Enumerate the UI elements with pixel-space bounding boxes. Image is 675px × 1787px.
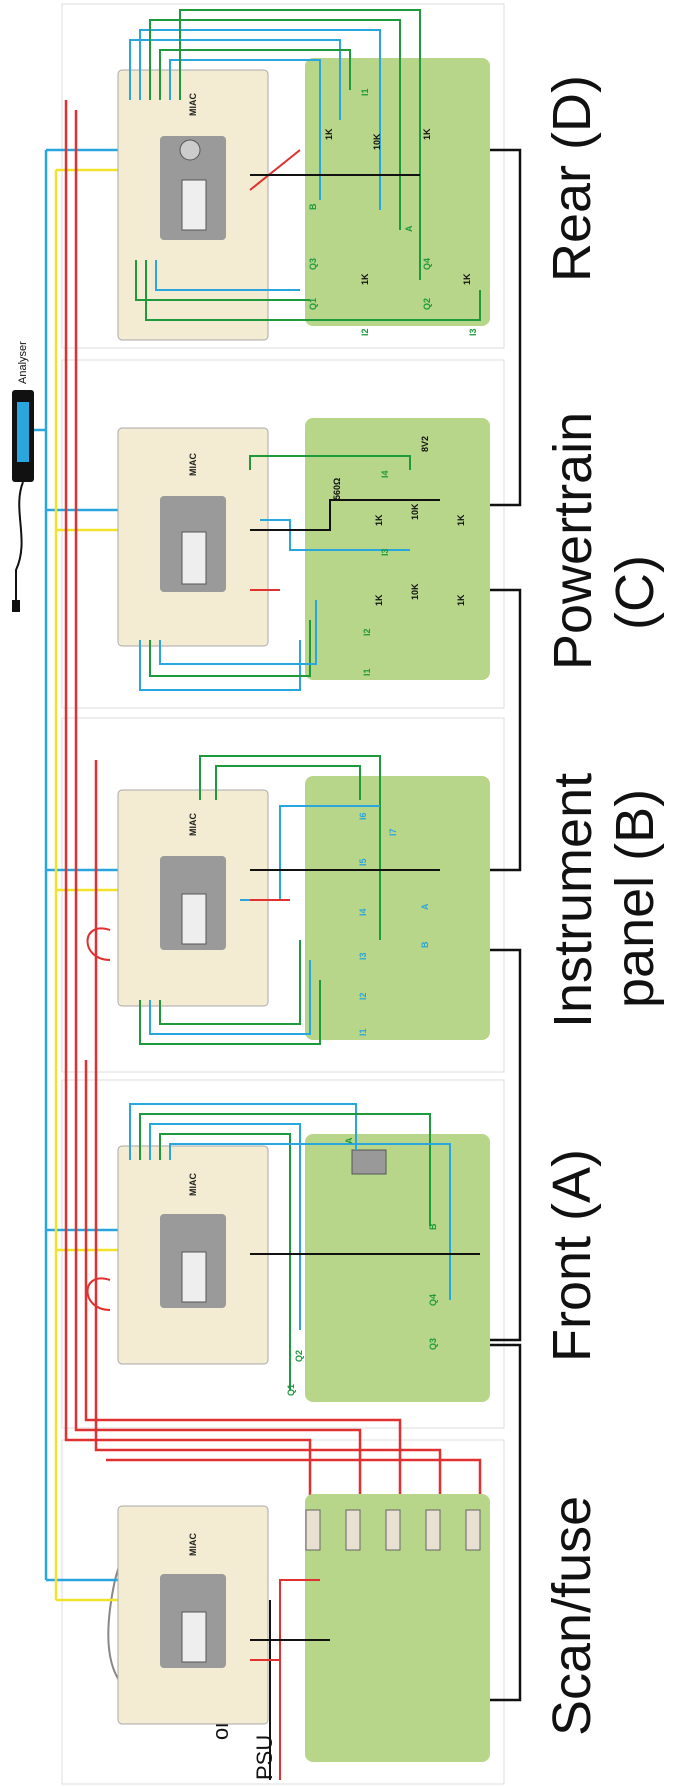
miac-label: MIAC (188, 453, 198, 476)
signal-label: A (344, 1137, 354, 1144)
protoboard (305, 776, 490, 1040)
section-instrument: MIAC I6 I5 I4 I3 I2 I1 I7 A B (86, 755, 490, 1045)
resistor-label: 1K (456, 514, 466, 526)
analyser-label: Analyser (17, 341, 29, 384)
resistor-label: 10K (372, 133, 382, 150)
resistor-label: 10K (410, 503, 420, 520)
zener-label: 8V2 (420, 436, 430, 452)
miac-label: MIAC (188, 813, 198, 836)
signal-label: I7 (388, 828, 398, 836)
bus-blue (44, 148, 130, 1582)
protoboard (305, 1134, 490, 1402)
panel-front (61, 1079, 505, 1429)
protoboard (305, 58, 490, 326)
bus-red-4 (94, 760, 442, 1500)
bus-red-5 (106, 1458, 482, 1500)
bus-yellow (54, 168, 130, 1602)
signal-label: Q1 (286, 1384, 296, 1396)
miac-label: MIAC (188, 1533, 198, 1556)
or-label: or (208, 1720, 233, 1740)
resistor-label: 10K (410, 583, 420, 600)
signal-label: Q3 (428, 1338, 438, 1350)
signal-label: Q4 (422, 258, 432, 270)
section-label-front: Front (A) (542, 1148, 602, 1362)
signal-label: I3 (468, 328, 478, 336)
resistor-label: 1K (374, 594, 384, 606)
miac-label: MIAC (188, 93, 198, 116)
psu-label: PSU (252, 1735, 277, 1780)
panel-instrument (61, 717, 505, 1073)
miac-label: MIAC (188, 1173, 198, 1196)
signal-label: I4 (358, 908, 368, 916)
section-label-scan: Scan/fuse (542, 1495, 602, 1736)
resistor-label: 1K (462, 273, 472, 285)
signal-label: I3 (358, 952, 368, 960)
signal-label: I3 (380, 548, 390, 556)
signal-label: I1 (362, 668, 372, 676)
analyser-screen (17, 402, 29, 462)
resistor-label: 1K (456, 594, 466, 606)
analyser: Analyser (12, 341, 34, 612)
signal-label: I1 (360, 88, 370, 96)
section-scan: MIAC (117, 1494, 490, 1762)
bus-red-2 (74, 110, 362, 1500)
section-label-rear: Rear (D) (542, 74, 602, 282)
bus-wires (34, 100, 522, 1702)
protoboard (305, 1494, 490, 1762)
signal-label: Q2 (294, 1350, 304, 1362)
section-front: MIAC A B Q1 Q2 Q3 Q4 (86, 1103, 490, 1402)
signal-label: Q3 (308, 258, 318, 270)
signal-label: Q4 (428, 1294, 438, 1306)
section-rear: MIAC 1K 1K 10K 1K 1K I1 B A Q1 Q2 (117, 9, 490, 341)
resistor-label: 1K (422, 128, 432, 140)
bus-red-1 (64, 100, 312, 1500)
signal-label: I2 (358, 992, 368, 1000)
signal-label: I2 (360, 328, 370, 336)
signal-label: B (420, 941, 430, 948)
panel-rear (61, 3, 505, 349)
signal-label: I1 (358, 1028, 368, 1036)
section-label-powertrain: Powertrain(C) (543, 411, 665, 670)
signal-label: I4 (380, 470, 390, 478)
resistor-label: 1K (324, 128, 334, 140)
resistor-label: 560Ω (332, 478, 342, 500)
signal-label: I2 (362, 628, 372, 636)
panel-powertrain (61, 359, 505, 709)
signal-label: Q2 (422, 298, 432, 310)
section-powertrain: MIAC 560Ω 1K 10K 1K 1K 10K 1K 8V2 I4 I3 … (117, 418, 490, 691)
signal-label: B (308, 203, 318, 210)
signal-label: A (404, 225, 414, 232)
signal-label: I6 (358, 812, 368, 820)
return-black (330, 148, 522, 1702)
resistor-label: 1K (374, 514, 384, 526)
signal-label: Q1 (308, 298, 318, 310)
signal-label: I5 (358, 858, 368, 866)
signal-label: B (428, 1223, 438, 1230)
resistor-label: 1K (360, 273, 370, 285)
signal-label: A (420, 903, 430, 910)
